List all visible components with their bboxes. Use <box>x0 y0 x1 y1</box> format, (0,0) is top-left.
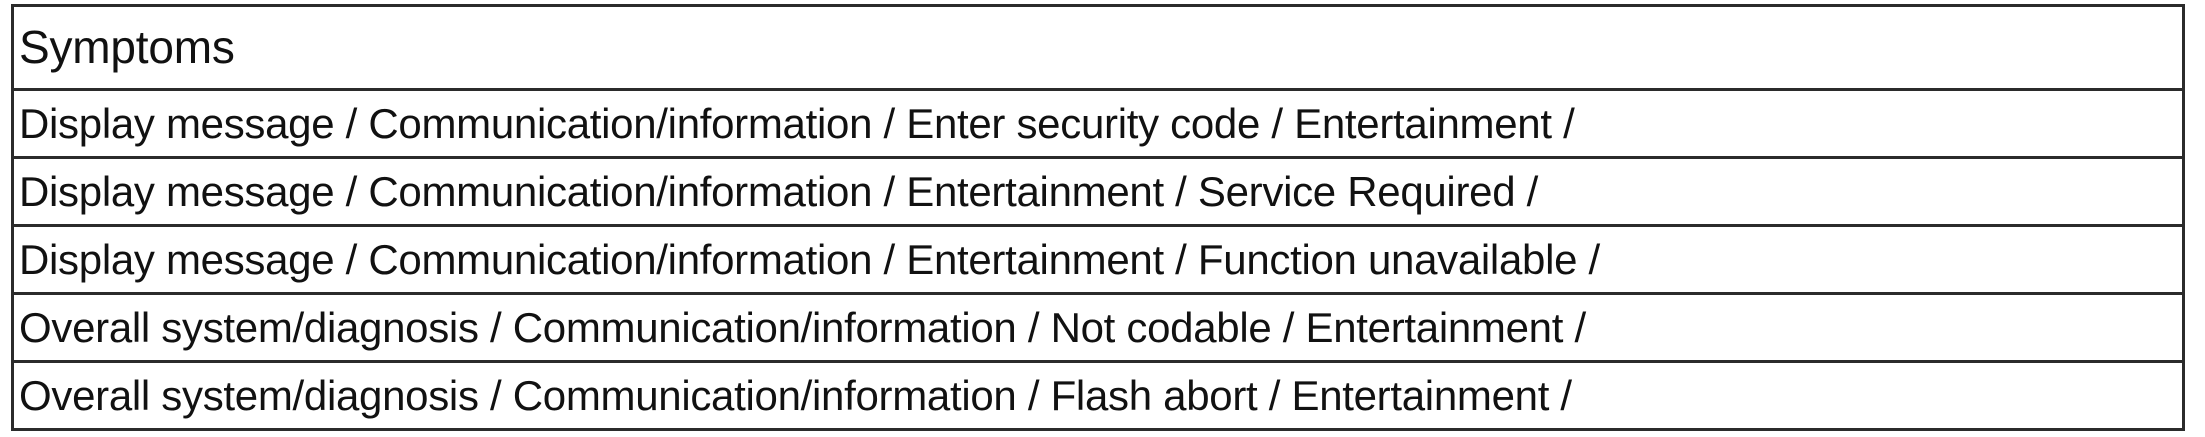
table-row[interactable]: Display message / Communication/informat… <box>11 88 2185 159</box>
table-header: Symptoms <box>11 4 2185 91</box>
symptom-cell: Display message / Communication/informat… <box>11 156 2185 227</box>
symptom-cell: Overall system/diagnosis / Communication… <box>11 292 2185 363</box>
column-header-symptoms: Symptoms <box>11 4 2185 91</box>
table-row[interactable]: Display message / Communication/informat… <box>11 224 2185 295</box>
symptoms-table: Symptoms Display message / Communication… <box>11 4 2185 431</box>
table-row[interactable]: Overall system/diagnosis / Communication… <box>11 360 2185 431</box>
symptom-cell: Display message / Communication/informat… <box>11 88 2185 159</box>
table-row[interactable]: Overall system/diagnosis / Communication… <box>11 292 2185 363</box>
table-header-row: Symptoms <box>11 4 2185 91</box>
symptom-cell: Overall system/diagnosis / Communication… <box>11 360 2185 431</box>
symptom-cell: Display message / Communication/informat… <box>11 224 2185 295</box>
table-body: Display message / Communication/informat… <box>11 88 2185 431</box>
table-row[interactable]: Display message / Communication/informat… <box>11 156 2185 227</box>
